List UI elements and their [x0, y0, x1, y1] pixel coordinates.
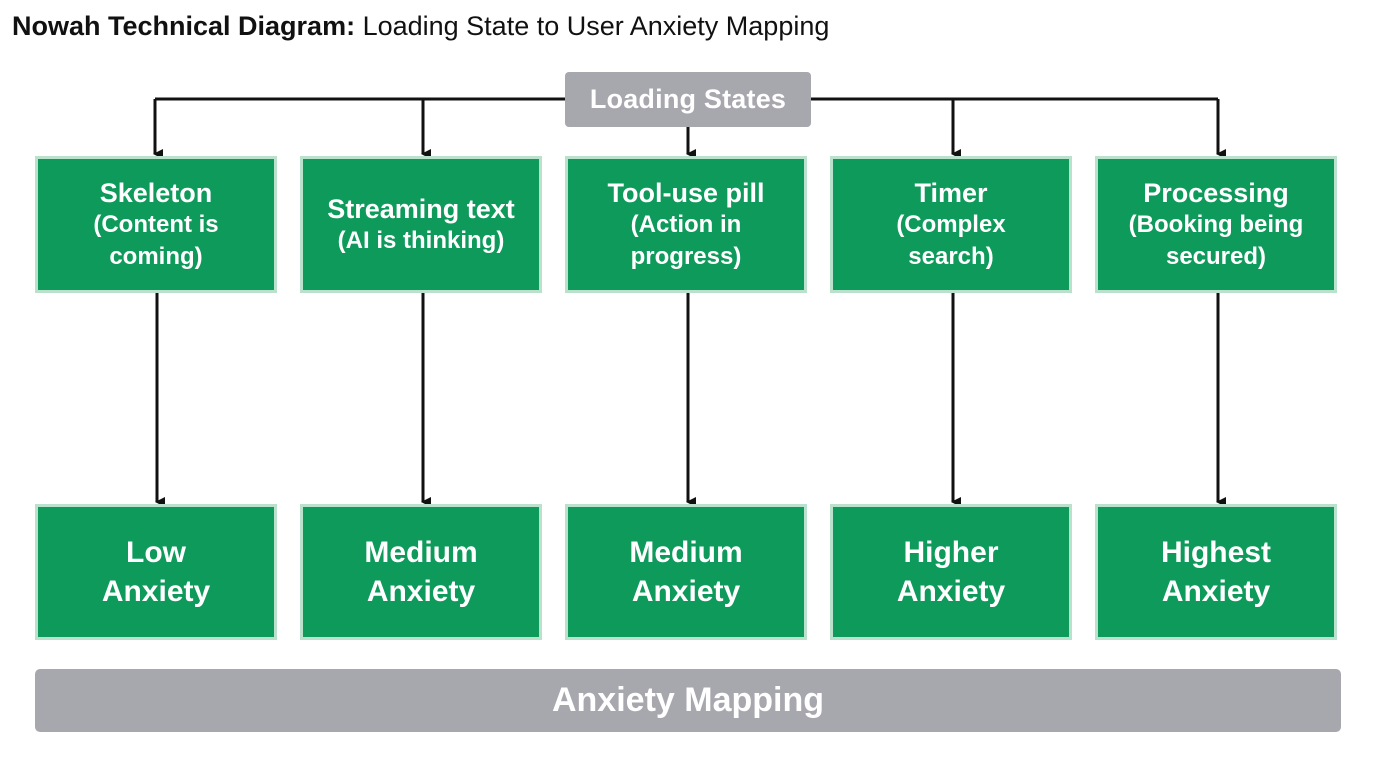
state-to-anxiety-arrows	[155, 293, 1226, 507]
anxiety-level: Higher	[903, 536, 999, 569]
anxiety-label: Anxiety	[101, 575, 211, 608]
state-description: (AI is thinking)	[337, 226, 505, 254]
anxiety-label: Anxiety	[631, 575, 741, 608]
anxiety-node-low: Low Anxiety	[35, 504, 277, 640]
anxiety-level: Medium	[629, 536, 743, 569]
anxiety-label: Anxiety	[896, 575, 1006, 608]
diagram-title-regular: Loading State to User Anxiety Mapping	[355, 11, 830, 41]
diagram-title-bold: Nowah Technical Diagram:	[12, 11, 356, 41]
anxiety-node-medium-streaming: Medium Anxiety	[300, 504, 542, 640]
anxiety-node-highest: Highest Anxiety	[1095, 504, 1337, 640]
state-description: (Action in progress)	[630, 210, 742, 270]
anxiety-level: Highest	[1160, 536, 1271, 569]
state-name: Streaming text	[327, 193, 515, 224]
state-node-processing: Processing (Booking being secured)	[1095, 156, 1337, 293]
anxiety-node-higher: Higher Anxiety	[830, 504, 1072, 640]
anxiety-label: Anxiety	[366, 575, 476, 608]
state-node-tool-use-pill: Tool-use pill (Action in progress)	[565, 156, 807, 293]
anxiety-mapping-bar: Anxiety Mapping	[35, 669, 1341, 732]
state-name: Processing	[1143, 177, 1289, 208]
state-node-skeleton: Skeleton (Content is coming)	[35, 156, 277, 293]
state-name: Skeleton	[99, 177, 213, 208]
state-description: (Content is coming)	[93, 210, 219, 270]
diagram-title: Nowah Technical Diagram: Loading State t…	[12, 8, 829, 44]
state-description: (Booking being secured)	[1128, 210, 1304, 270]
state-name: Timer	[914, 177, 988, 208]
state-description: (Complex search)	[896, 210, 1006, 270]
anxiety-level: Medium	[364, 536, 478, 569]
state-node-timer: Timer (Complex search)	[830, 156, 1072, 293]
anxiety-node-medium-tool-use: Medium Anxiety	[565, 504, 807, 640]
state-name: Tool-use pill	[607, 177, 765, 208]
anxiety-level: Low	[126, 536, 186, 569]
state-node-streaming-text: Streaming text (AI is thinking)	[300, 156, 542, 293]
anxiety-label: Anxiety	[1161, 575, 1271, 608]
root-to-state-arrows	[153, 99, 1226, 159]
loading-states-node: Loading States	[565, 72, 811, 127]
